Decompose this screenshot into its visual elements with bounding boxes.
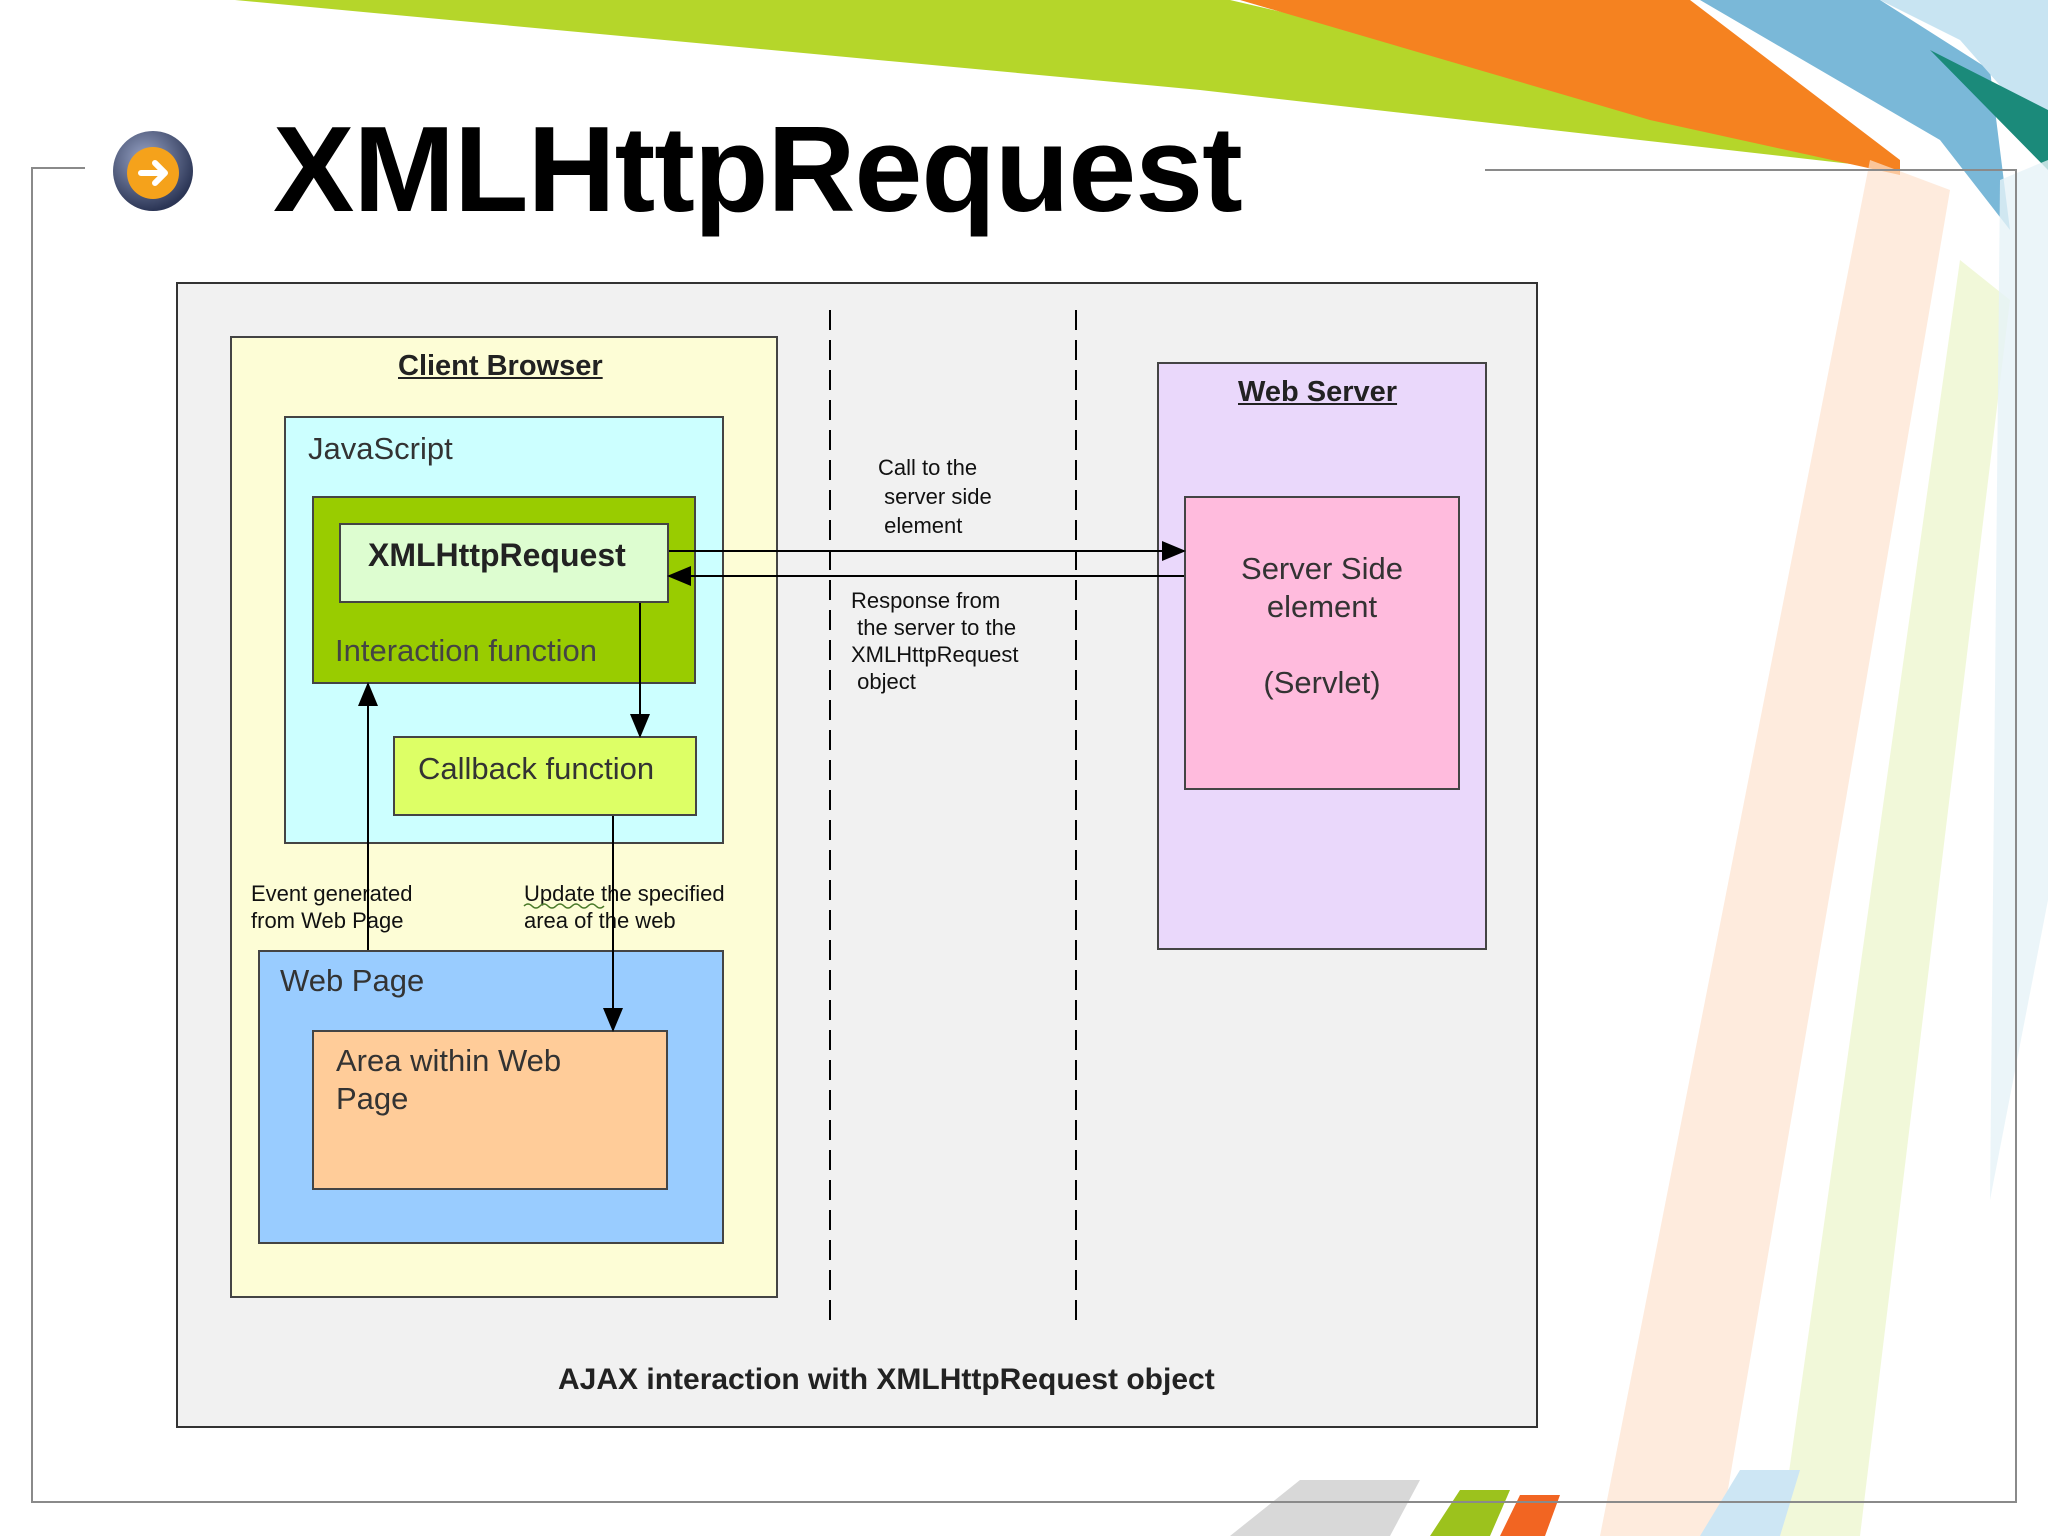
right-faint-green xyxy=(1780,260,2010,1536)
callback-label: Callback function xyxy=(418,751,655,786)
response-note-line-1: Response from xyxy=(851,588,1001,613)
event-note-line-1: Event generated xyxy=(251,881,413,906)
lightblue-swoosh xyxy=(1880,0,2048,140)
response-note-line-4: object xyxy=(851,669,916,694)
web-server-title: Web Server xyxy=(1238,376,1398,408)
bottom-green xyxy=(1430,1490,1510,1536)
right-faint-blue xyxy=(1990,160,2048,1200)
event-note: Event generated from Web Page xyxy=(251,880,412,934)
xhr-label: XMLHttpRequest xyxy=(368,537,626,573)
response-note: Response from the server to the XMLHttpR… xyxy=(851,587,1019,695)
right-faint-orange xyxy=(1600,160,1950,1536)
update-note-line-2: area of the web xyxy=(524,908,676,933)
bottom-orange xyxy=(1500,1495,1560,1536)
response-note-line-2: the server to the xyxy=(851,615,1017,640)
slide-border xyxy=(31,167,2017,1503)
area-label-line-2: Page xyxy=(336,1081,409,1116)
xhr-box xyxy=(339,523,669,603)
call-note-line-1: Call to the xyxy=(878,455,978,480)
call-note: Call to the server side element xyxy=(878,453,992,540)
update-note-line-1: Update the specified xyxy=(524,881,725,906)
area-box xyxy=(312,1030,668,1190)
event-note-line-2: from Web Page xyxy=(251,908,404,933)
bottom-grey xyxy=(1230,1480,1420,1536)
javascript-label: JavaScript xyxy=(308,431,453,466)
diagram-caption: AJAX interaction with XMLHttpRequest obj… xyxy=(558,1363,1215,1396)
update-note: Update the specified area of the web xyxy=(524,880,725,934)
blue-swoosh xyxy=(1700,0,2010,230)
arrow-right-circle-icon xyxy=(113,131,193,211)
call-note-line-3: element xyxy=(878,513,963,538)
page-title: XMLHttpRequest xyxy=(273,101,1243,237)
servlet-label: (Servlet) xyxy=(1263,665,1381,700)
teal-swoosh xyxy=(1930,50,2048,170)
web-page-label: Web Page xyxy=(280,963,425,998)
response-note-line-3: XMLHttpRequest xyxy=(851,642,1019,667)
orange-swoosh xyxy=(1240,0,1900,175)
callback-function-box xyxy=(393,736,697,816)
server-element-line-2: element xyxy=(1266,589,1378,624)
server-element-box xyxy=(1184,496,1460,790)
interaction-label: Interaction function xyxy=(335,633,597,668)
server-element-label: Server Side element xyxy=(1184,550,1460,626)
call-note-line-2: server side xyxy=(878,484,992,509)
area-label: Area within Web Page xyxy=(336,1042,561,1118)
client-browser-title: Client Browser xyxy=(398,350,603,382)
area-label-line-1: Area within Web xyxy=(336,1043,562,1078)
server-element-line-1: Server Side xyxy=(1241,551,1403,586)
